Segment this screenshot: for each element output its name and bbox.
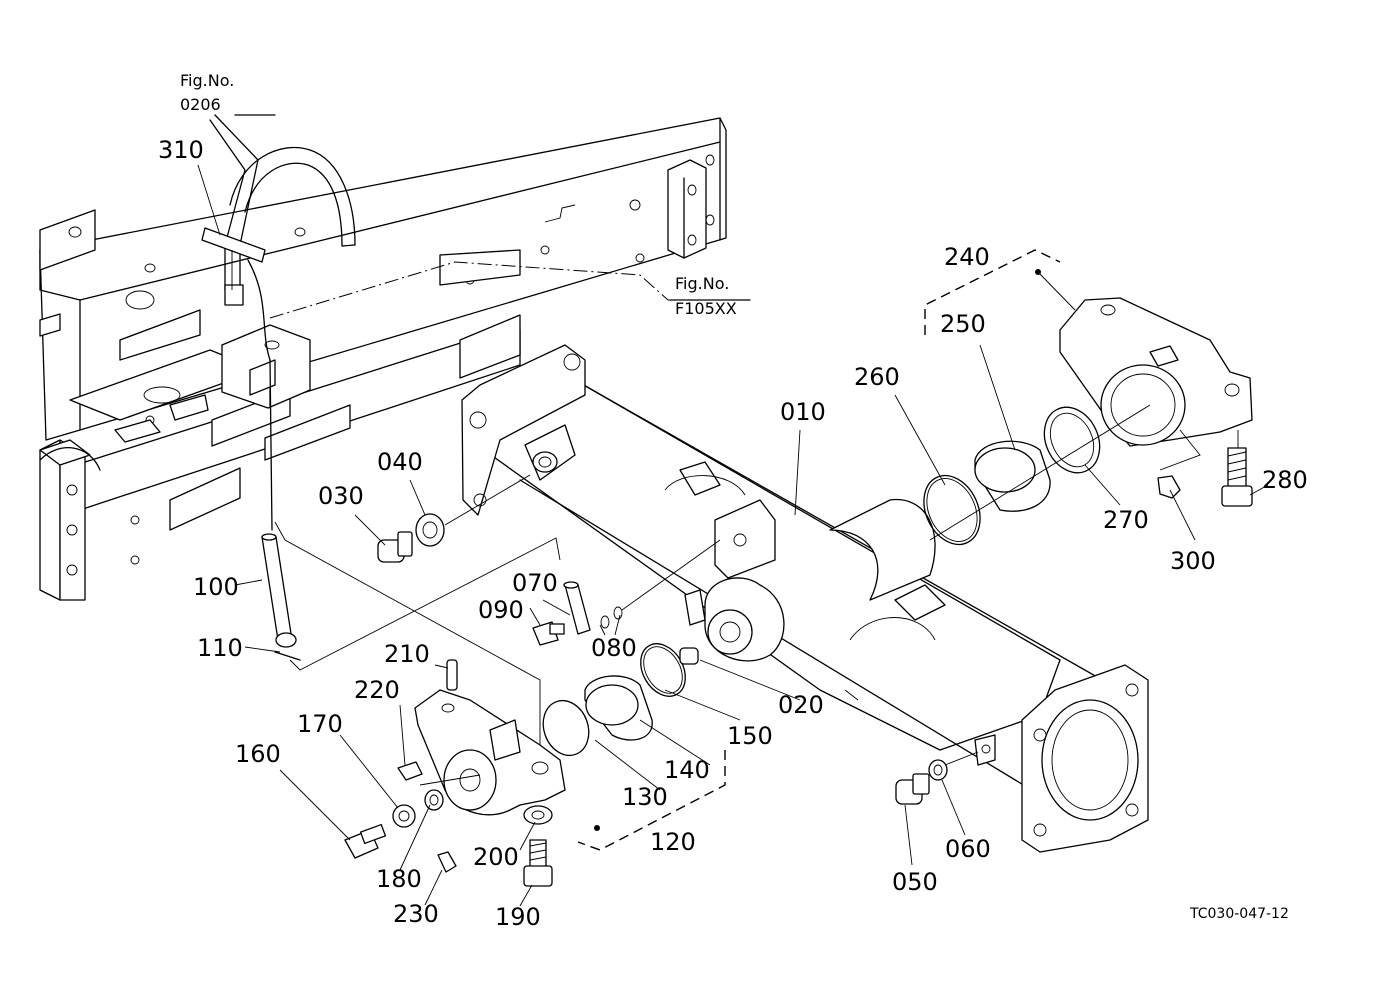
arm-assembly-120 <box>344 643 726 887</box>
housing-010 <box>461 344 1149 853</box>
callout-300: 300 <box>1170 547 1216 575</box>
support-assembly-240 <box>923 249 1253 546</box>
rod-100 <box>261 521 561 760</box>
callout-050: 050 <box>892 868 938 896</box>
callout-labels: 310 240 250 260 010 040 280 030 270 300 … <box>158 136 1308 931</box>
callout-140: 140 <box>664 756 710 784</box>
callout-180: 180 <box>376 865 422 893</box>
callout-280: 280 <box>1262 466 1308 494</box>
callout-120: 120 <box>650 828 696 856</box>
callout-060: 060 <box>945 835 991 863</box>
callout-040: 040 <box>377 448 423 476</box>
fig-ref-0206: Fig.No. 0206 <box>180 71 234 114</box>
callout-090: 090 <box>478 596 524 624</box>
fig-ref-f105xx-line2: F105XX <box>675 299 737 318</box>
callout-170: 170 <box>297 710 343 738</box>
callout-010: 010 <box>780 398 826 426</box>
callout-030: 030 <box>318 482 364 510</box>
callout-020: 020 <box>778 691 824 719</box>
fig-ref-f105xx-line1: Fig.No. <box>675 274 729 293</box>
callout-110: 110 <box>197 634 243 662</box>
callout-080: 080 <box>591 634 637 662</box>
tractor-frame <box>39 117 751 601</box>
fig-ref-f105xx: Fig.No. F105XX <box>675 274 737 318</box>
callout-270: 270 <box>1103 506 1149 534</box>
callout-210: 210 <box>384 640 430 668</box>
fig-ref-0206-line1: Fig.No. <box>180 71 234 90</box>
callout-230: 230 <box>393 900 439 928</box>
callout-220: 220 <box>354 676 400 704</box>
drawing-code: TC030-047-12 <box>1189 906 1289 922</box>
callout-190: 190 <box>495 903 541 931</box>
callout-200: 200 <box>473 843 519 871</box>
leader-lines <box>197 164 1269 907</box>
callout-100: 100 <box>193 573 239 601</box>
callout-150: 150 <box>727 722 773 750</box>
small-parts <box>377 474 979 805</box>
callout-310: 310 <box>158 136 204 164</box>
callout-160: 160 <box>235 740 281 768</box>
callout-250: 250 <box>940 310 986 338</box>
callout-240: 240 <box>944 243 990 271</box>
callout-260: 260 <box>854 363 900 391</box>
hose-and-clamp-310 <box>201 114 356 531</box>
callout-070: 070 <box>512 569 558 597</box>
callout-130: 130 <box>622 783 668 811</box>
fig-ref-0206-line2: 0206 <box>180 95 221 114</box>
